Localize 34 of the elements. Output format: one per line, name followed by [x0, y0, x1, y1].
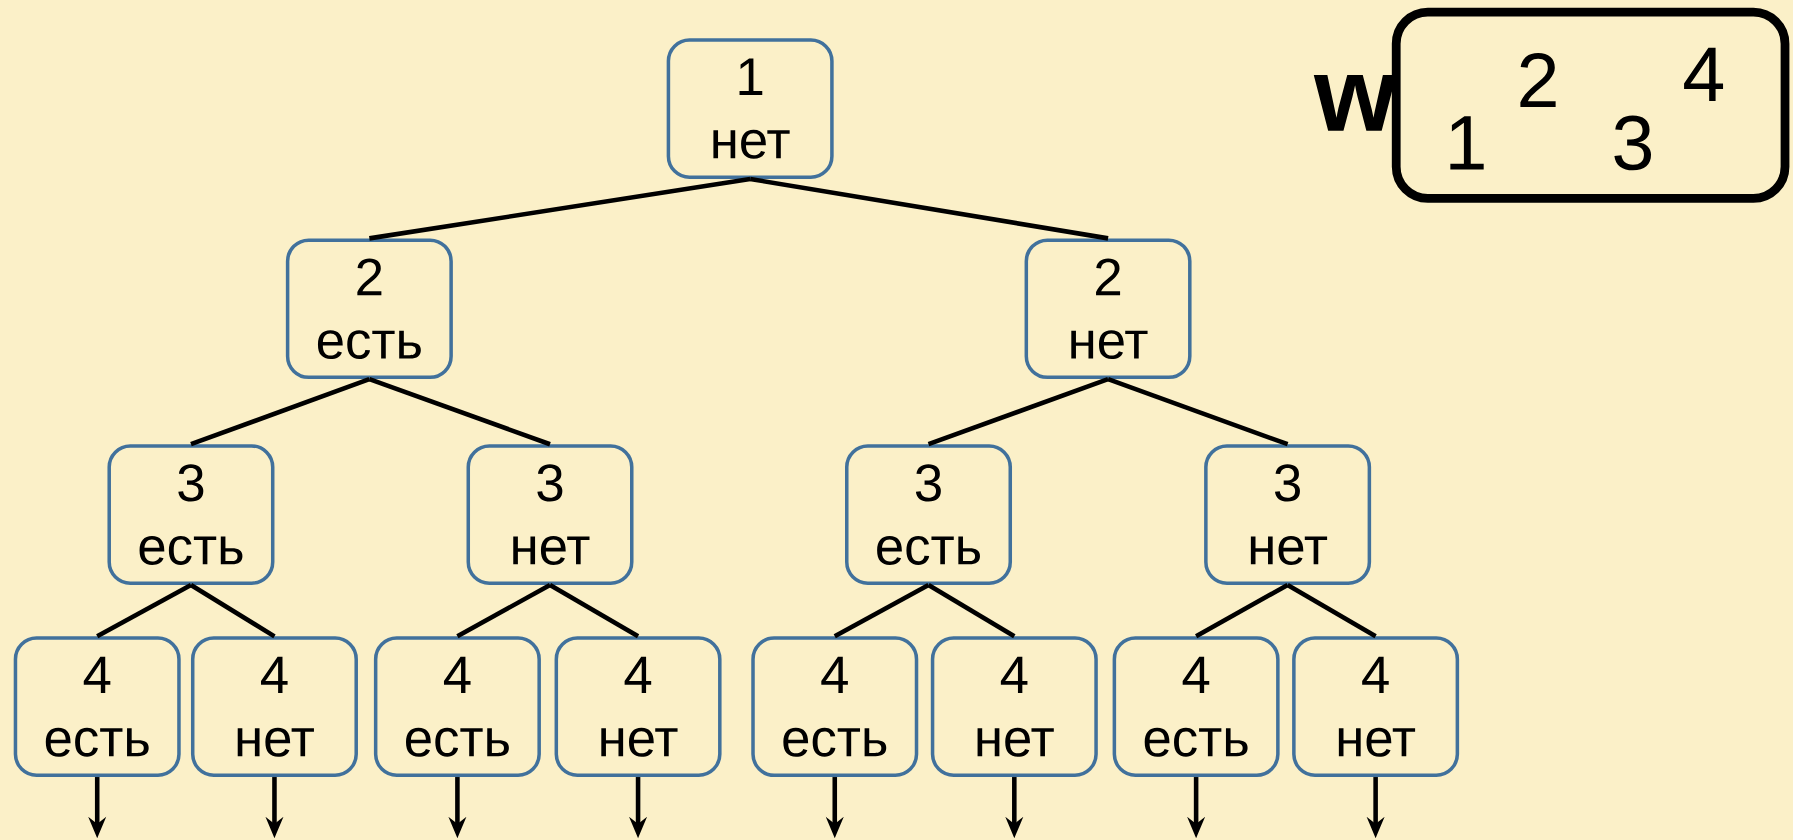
connector-line [369, 176, 751, 241]
connector-line [456, 582, 552, 639]
tree-box: 2 нет [1024, 238, 1192, 379]
tree-box: 4 нет [1292, 636, 1460, 777]
variable-label: w [1313, 74, 1397, 131]
tree-box: 4 есть [13, 636, 181, 777]
connector-line [1195, 582, 1289, 639]
tree-box: 3 нет [1204, 444, 1372, 585]
tree-box: 3 есть [845, 444, 1012, 585]
tree-box: 3 есть [107, 444, 275, 585]
connector-line [1286, 582, 1377, 639]
connector-line [368, 376, 551, 447]
connector-line [189, 582, 276, 639]
tree-box: 3 нет [466, 444, 634, 585]
connector-line [749, 176, 1109, 241]
connector-line [548, 582, 640, 639]
digit-label: 4 [1684, 47, 1724, 101]
tree-box: 1 нет [666, 38, 834, 179]
tree-box: 4 есть [1112, 636, 1280, 777]
tree-box: 2 есть [285, 238, 453, 379]
connector-line [927, 582, 1016, 639]
connector-line [190, 376, 371, 447]
digit-label: 3 [1614, 115, 1651, 171]
digit-label: 1 [1450, 116, 1484, 170]
tree-box: 4 нет [190, 636, 358, 777]
connector-line [1107, 376, 1289, 447]
tree-box: 4 нет [554, 636, 722, 777]
connector-line [96, 582, 193, 639]
digit-label: 2 [1520, 52, 1556, 107]
tree-box: 4 нет [930, 636, 1098, 777]
tree-box: 4 есть [373, 636, 541, 777]
connector-line [833, 582, 930, 639]
tree-box: 4 есть [751, 636, 919, 777]
connector-line [927, 376, 1109, 447]
